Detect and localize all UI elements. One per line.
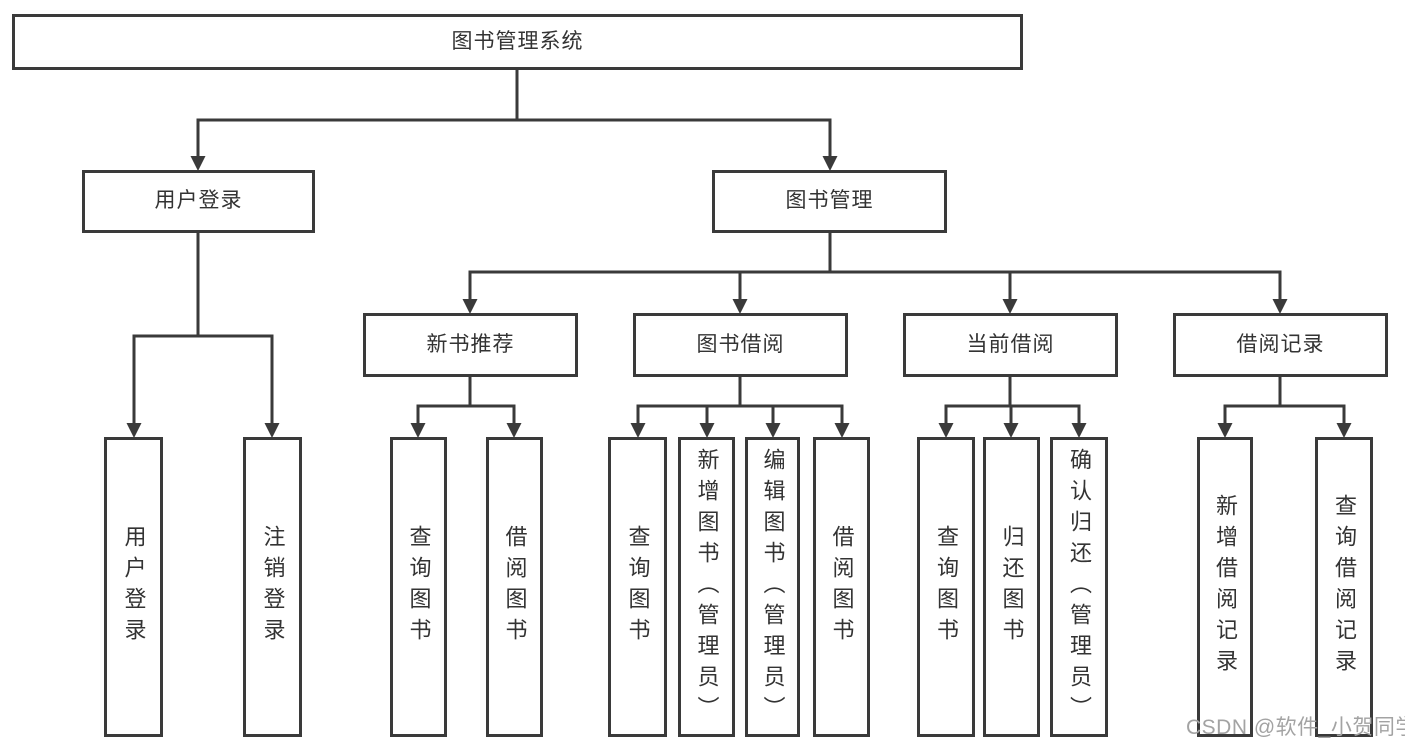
node-user-login: 用户登录: [82, 170, 315, 233]
leaf-recommend-borrow-book: 借阅图书: [486, 437, 543, 737]
leaf-recommend-query-book: 查询图书: [390, 437, 447, 737]
leaf-logout: 注销登录: [243, 437, 302, 737]
leaf-borrowing-add-book-admin: 新增图书（管理员）: [678, 437, 735, 737]
leaf-current-query-book: 查询图书: [917, 437, 975, 737]
leaf-current-confirm-return-admin: 确认归还（管理员）: [1050, 437, 1108, 737]
node-current-borrowing: 当前借阅: [903, 313, 1118, 377]
leaf-current-return-book: 归还图书: [983, 437, 1040, 737]
leaf-user-login: 用户登录: [104, 437, 163, 737]
node-library-system-root: 图书管理系统: [12, 14, 1023, 70]
node-borrowing-records: 借阅记录: [1173, 313, 1388, 377]
watermark: CSDN @软件_小贺同学: [1186, 716, 1405, 739]
leaf-records-query-record: 查询借阅记录: [1315, 437, 1373, 737]
leaf-records-add-record: 新增借阅记录: [1197, 437, 1253, 737]
node-book-borrowing: 图书借阅: [633, 313, 848, 377]
leaf-borrowing-borrow-book: 借阅图书: [813, 437, 870, 737]
node-book-management: 图书管理: [712, 170, 947, 233]
leaf-borrowing-edit-book-admin: 编辑图书（管理员）: [745, 437, 800, 737]
leaf-borrowing-query-book: 查询图书: [608, 437, 667, 737]
node-new-book-recommend: 新书推荐: [363, 313, 578, 377]
